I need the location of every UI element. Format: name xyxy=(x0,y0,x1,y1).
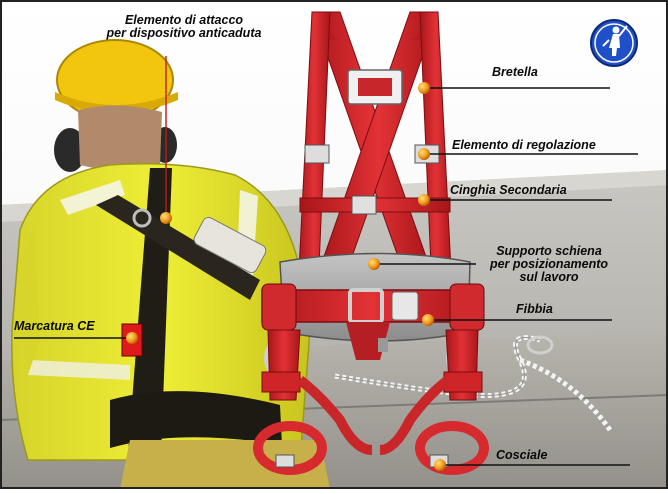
marker-supporto xyxy=(368,258,380,270)
label-back-support: Supporto schiena per posizionamento sul … xyxy=(474,245,624,284)
marker-marcatura xyxy=(126,332,138,344)
label-attachment-element: Elemento di attacco per dispositivo anti… xyxy=(78,14,290,40)
label-back-support-line3: sul lavoro xyxy=(474,271,624,284)
marker-cosciale xyxy=(434,459,446,471)
label-shoulder-strap: Bretella xyxy=(492,66,538,79)
marker-regolazione xyxy=(418,148,430,160)
marker-bretella xyxy=(418,82,430,94)
label-secondary-strap: Cinghia Secondaria xyxy=(450,184,567,197)
label-buckle: Fibbia xyxy=(516,303,553,316)
marker-attacco xyxy=(160,212,172,224)
marker-fibbia xyxy=(422,314,434,326)
marker-cinghia xyxy=(418,194,430,206)
label-ce-marking: Marcatura CE xyxy=(14,320,95,333)
neck xyxy=(78,105,162,170)
fall-protection-harness-icon xyxy=(589,18,639,68)
label-leg-strap: Cosciale xyxy=(496,449,547,462)
label-adjustment-element: Elemento di regolazione xyxy=(452,139,596,152)
label-attachment-line2: per dispositivo anticaduta xyxy=(78,27,290,40)
